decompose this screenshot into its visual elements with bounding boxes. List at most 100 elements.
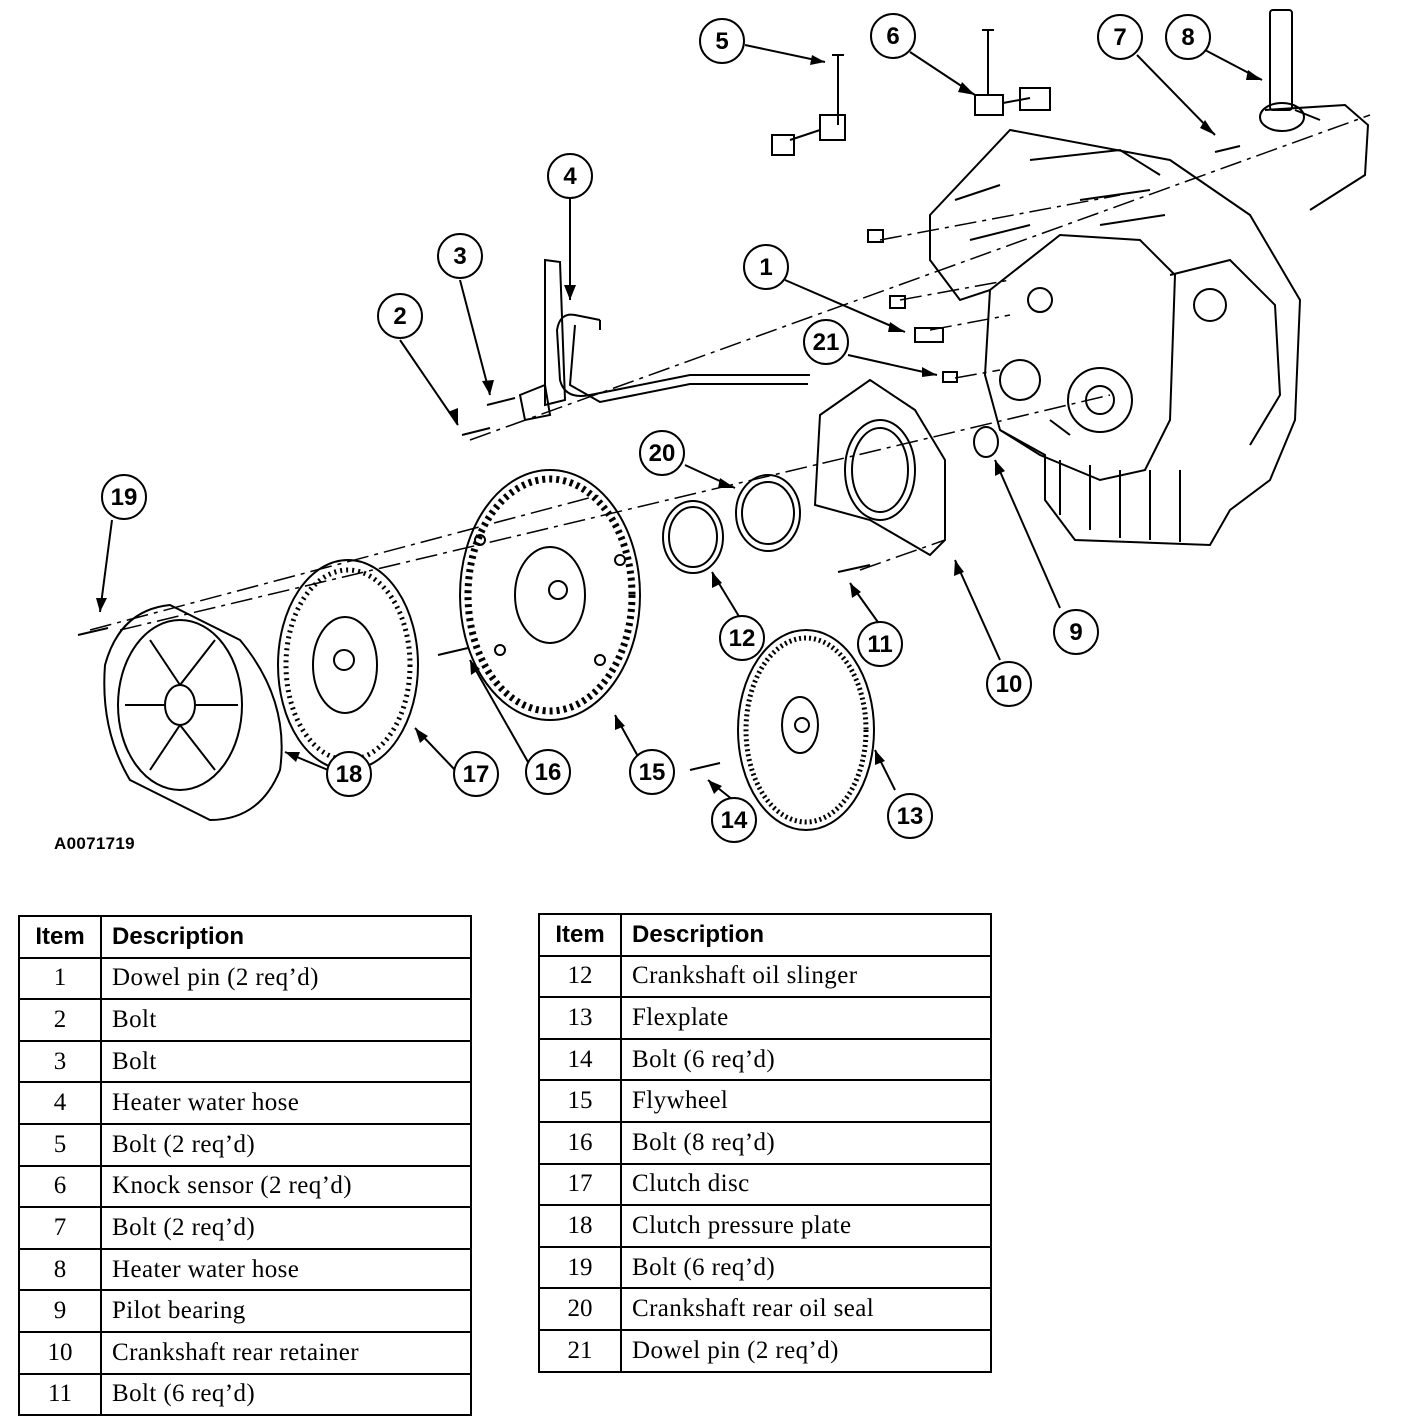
item-number: 2 — [18, 998, 102, 1042]
callout-circle — [711, 797, 757, 843]
knock-sensor-left — [771, 54, 846, 156]
callout-label: 21 — [813, 329, 840, 356]
bolt-2 — [461, 427, 491, 436]
item-number: 21 — [538, 1328, 622, 1373]
item-description: Clutch pressure plate — [620, 1204, 992, 1248]
callout-label: 7 — [1113, 24, 1126, 51]
callout-circle — [101, 474, 147, 520]
pilot-bearing — [973, 426, 999, 458]
header-description: Description — [100, 915, 472, 959]
item-description: Bolt (6 req’d) — [620, 1037, 992, 1082]
header-item: Item — [538, 913, 622, 957]
callout-circle — [1053, 609, 1099, 655]
flywheel — [459, 469, 641, 721]
header-description: Description — [620, 913, 992, 957]
bolt-11 — [837, 564, 871, 573]
item-number: 9 — [18, 1289, 102, 1333]
callout-circle — [326, 751, 372, 797]
item-description: Heater water hose — [100, 1247, 472, 1292]
figure-id: A0071719 — [54, 834, 135, 853]
callout-circle — [857, 621, 903, 667]
callout-circle — [629, 749, 675, 795]
item-number: 17 — [538, 1162, 622, 1207]
heater-water-hose — [518, 258, 810, 422]
item-number: 16 — [538, 1120, 622, 1165]
item-number: 18 — [538, 1204, 622, 1248]
leader-lines — [99, 44, 1263, 801]
item-description: Crankshaft rear oil seal — [620, 1287, 992, 1331]
header-item: Item — [18, 915, 102, 959]
item-description: Flexplate — [620, 996, 992, 1040]
item-description: Bolt — [100, 1039, 472, 1084]
dowel-pin-1 — [914, 327, 944, 343]
bolt-14 — [689, 762, 721, 771]
knock-sensor-right — [974, 29, 1051, 116]
clutch-pressure-plate — [103, 603, 283, 822]
clutch-disc — [277, 559, 419, 771]
callout-label: 8 — [1181, 24, 1194, 51]
bolt-3 — [486, 397, 516, 406]
engine-block — [929, 103, 1370, 547]
item-number: 3 — [18, 1039, 102, 1084]
flexplate — [737, 629, 875, 831]
callout-circle — [699, 18, 745, 64]
callout-circle — [1097, 14, 1143, 60]
callout-circle — [887, 793, 933, 839]
item-number: 5 — [18, 1122, 102, 1167]
item-number: 4 — [18, 1081, 102, 1125]
item-description: Bolt (6 req’d) — [100, 1372, 472, 1417]
centerlines — [89, 114, 1371, 631]
bolt-19 — [77, 627, 109, 636]
callout-label: 18 — [336, 761, 363, 788]
callout-label: 17 — [463, 761, 490, 788]
callout-label: 6 — [886, 23, 899, 50]
callout-label: 20 — [649, 440, 676, 467]
callout-circle — [719, 615, 765, 661]
item-number: 6 — [18, 1164, 102, 1209]
callout-circle — [986, 661, 1032, 707]
callout-label: 14 — [721, 807, 748, 834]
table-header-row: Item Description — [538, 913, 992, 957]
item-number: 14 — [538, 1037, 622, 1082]
item-description: Pilot bearing — [100, 1289, 472, 1333]
item-description: Dowel pin (2 req’d) — [100, 956, 472, 1001]
callout-circle — [453, 751, 499, 797]
callout-label: 4 — [563, 163, 577, 190]
bolt-16 — [437, 647, 469, 656]
callout-label: 11 — [867, 631, 892, 658]
callout-label: 3 — [453, 243, 466, 270]
crankshaft-oil-slinger — [662, 500, 724, 574]
item-number: 12 — [538, 954, 622, 999]
callout-circle — [377, 293, 423, 339]
item-number: 19 — [538, 1245, 622, 1290]
callout-label: 9 — [1069, 619, 1082, 646]
callout-label: 16 — [535, 759, 562, 786]
item-number: 15 — [538, 1079, 622, 1123]
callout-label: 5 — [715, 28, 728, 55]
callout-circle — [437, 233, 483, 279]
item-description: Flywheel — [620, 1079, 992, 1123]
item-description: Knock sensor (2 req’d) — [100, 1164, 472, 1209]
callout-circle — [743, 244, 789, 290]
